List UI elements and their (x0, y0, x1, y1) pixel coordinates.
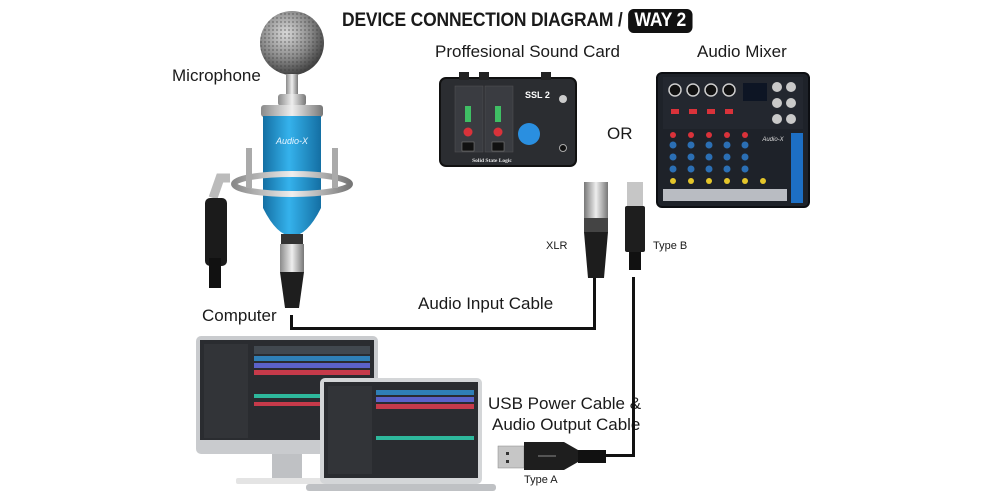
usb-cable-segment-horizontal (606, 454, 635, 457)
usb-type-b-connector (625, 182, 645, 270)
title-text: DEVICE CONNECTION DIAGRAM / (342, 10, 623, 31)
way-badge: WAY 2 (628, 9, 693, 33)
computer-illustration (196, 336, 496, 491)
usb-cable-label-line2: Audio Output Cable (492, 415, 641, 434)
xlr-label: XLR (546, 240, 568, 252)
type-a-label: Type A (524, 474, 558, 486)
diagram-title: DEVICE CONNECTION DIAGRAM / WAY 2 (342, 9, 693, 33)
audio-cable-segment-mic (290, 315, 293, 329)
audio-cable-segment-xlr (593, 277, 596, 330)
shock-mount (205, 148, 353, 288)
sound-card-model: SSL 2 (525, 90, 550, 100)
usb-cable-label-line1: USB Power Cable & (488, 394, 642, 413)
microphone-label: Microphone (172, 66, 261, 85)
mixer-fader (791, 133, 803, 203)
xlr-connector (584, 182, 608, 278)
mixer-input-jacks (668, 83, 736, 114)
audio-input-cable-label: Audio Input Cable (418, 294, 554, 313)
mixer-illustration: Audio-X (656, 72, 810, 208)
usb-cable-segment-vertical (632, 277, 635, 457)
gain-knob-1 (463, 127, 473, 137)
monitor-knob (518, 123, 540, 145)
audio-cable-segment-horizontal (290, 327, 596, 330)
mic-brand-text: Audio-X (275, 136, 309, 146)
gain-knob-2 (493, 127, 503, 137)
computer-label: Computer (202, 306, 277, 325)
or-label: OR (607, 124, 633, 143)
mixer-label: Audio Mixer (697, 42, 787, 61)
usb-type-a-connector (497, 442, 606, 470)
sound-card-illustration: SSL 2 Solid State Logic (439, 72, 577, 167)
laptop (306, 378, 496, 491)
mixer-brand-text: Audio-X (761, 137, 784, 143)
mic-grille (260, 11, 324, 75)
type-b-label: Type B (653, 240, 688, 252)
mic-xlr-plug (280, 234, 304, 308)
mixer-channel-strips (663, 132, 787, 201)
microphone-illustration: Audio-X (205, 11, 353, 308)
sound-card-brand: Solid State Logic (472, 158, 512, 164)
sound-card-label: Proffesional Sound Card (435, 42, 620, 61)
